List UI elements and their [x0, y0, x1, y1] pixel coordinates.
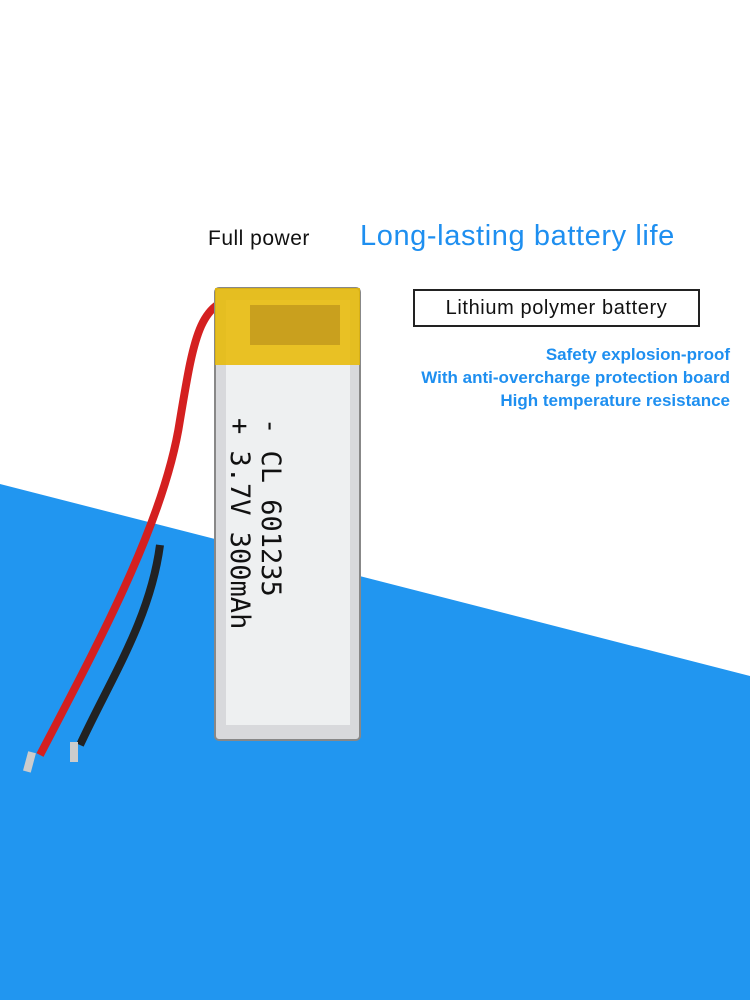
lithium-polymer-badge: Lithium polymer battery	[413, 289, 700, 327]
feature-item: High temperature resistance	[500, 391, 730, 410]
red-wire	[36, 292, 246, 757]
black-wire-tip	[70, 742, 78, 762]
battery-label: - CL 601235 + 3.7V 300mAh	[224, 418, 286, 629]
red-wire-tip	[23, 751, 36, 773]
headline-full-power: Full power	[208, 227, 310, 250]
feature-item: With anti-overcharge protection board	[421, 368, 730, 387]
headline-long-lasting: Long-lasting battery life	[360, 220, 675, 252]
protection-board	[250, 305, 340, 345]
battery-label-line2: + 3.7V 300mAh	[224, 418, 255, 630]
feature-item: Safety explosion-proof	[545, 345, 730, 364]
battery-label-line1: - CL 601235	[255, 418, 286, 597]
battery-image	[23, 287, 361, 773]
blue-diagonal-band	[0, 484, 750, 1000]
battery-face	[226, 300, 350, 725]
black-wire	[76, 544, 164, 747]
